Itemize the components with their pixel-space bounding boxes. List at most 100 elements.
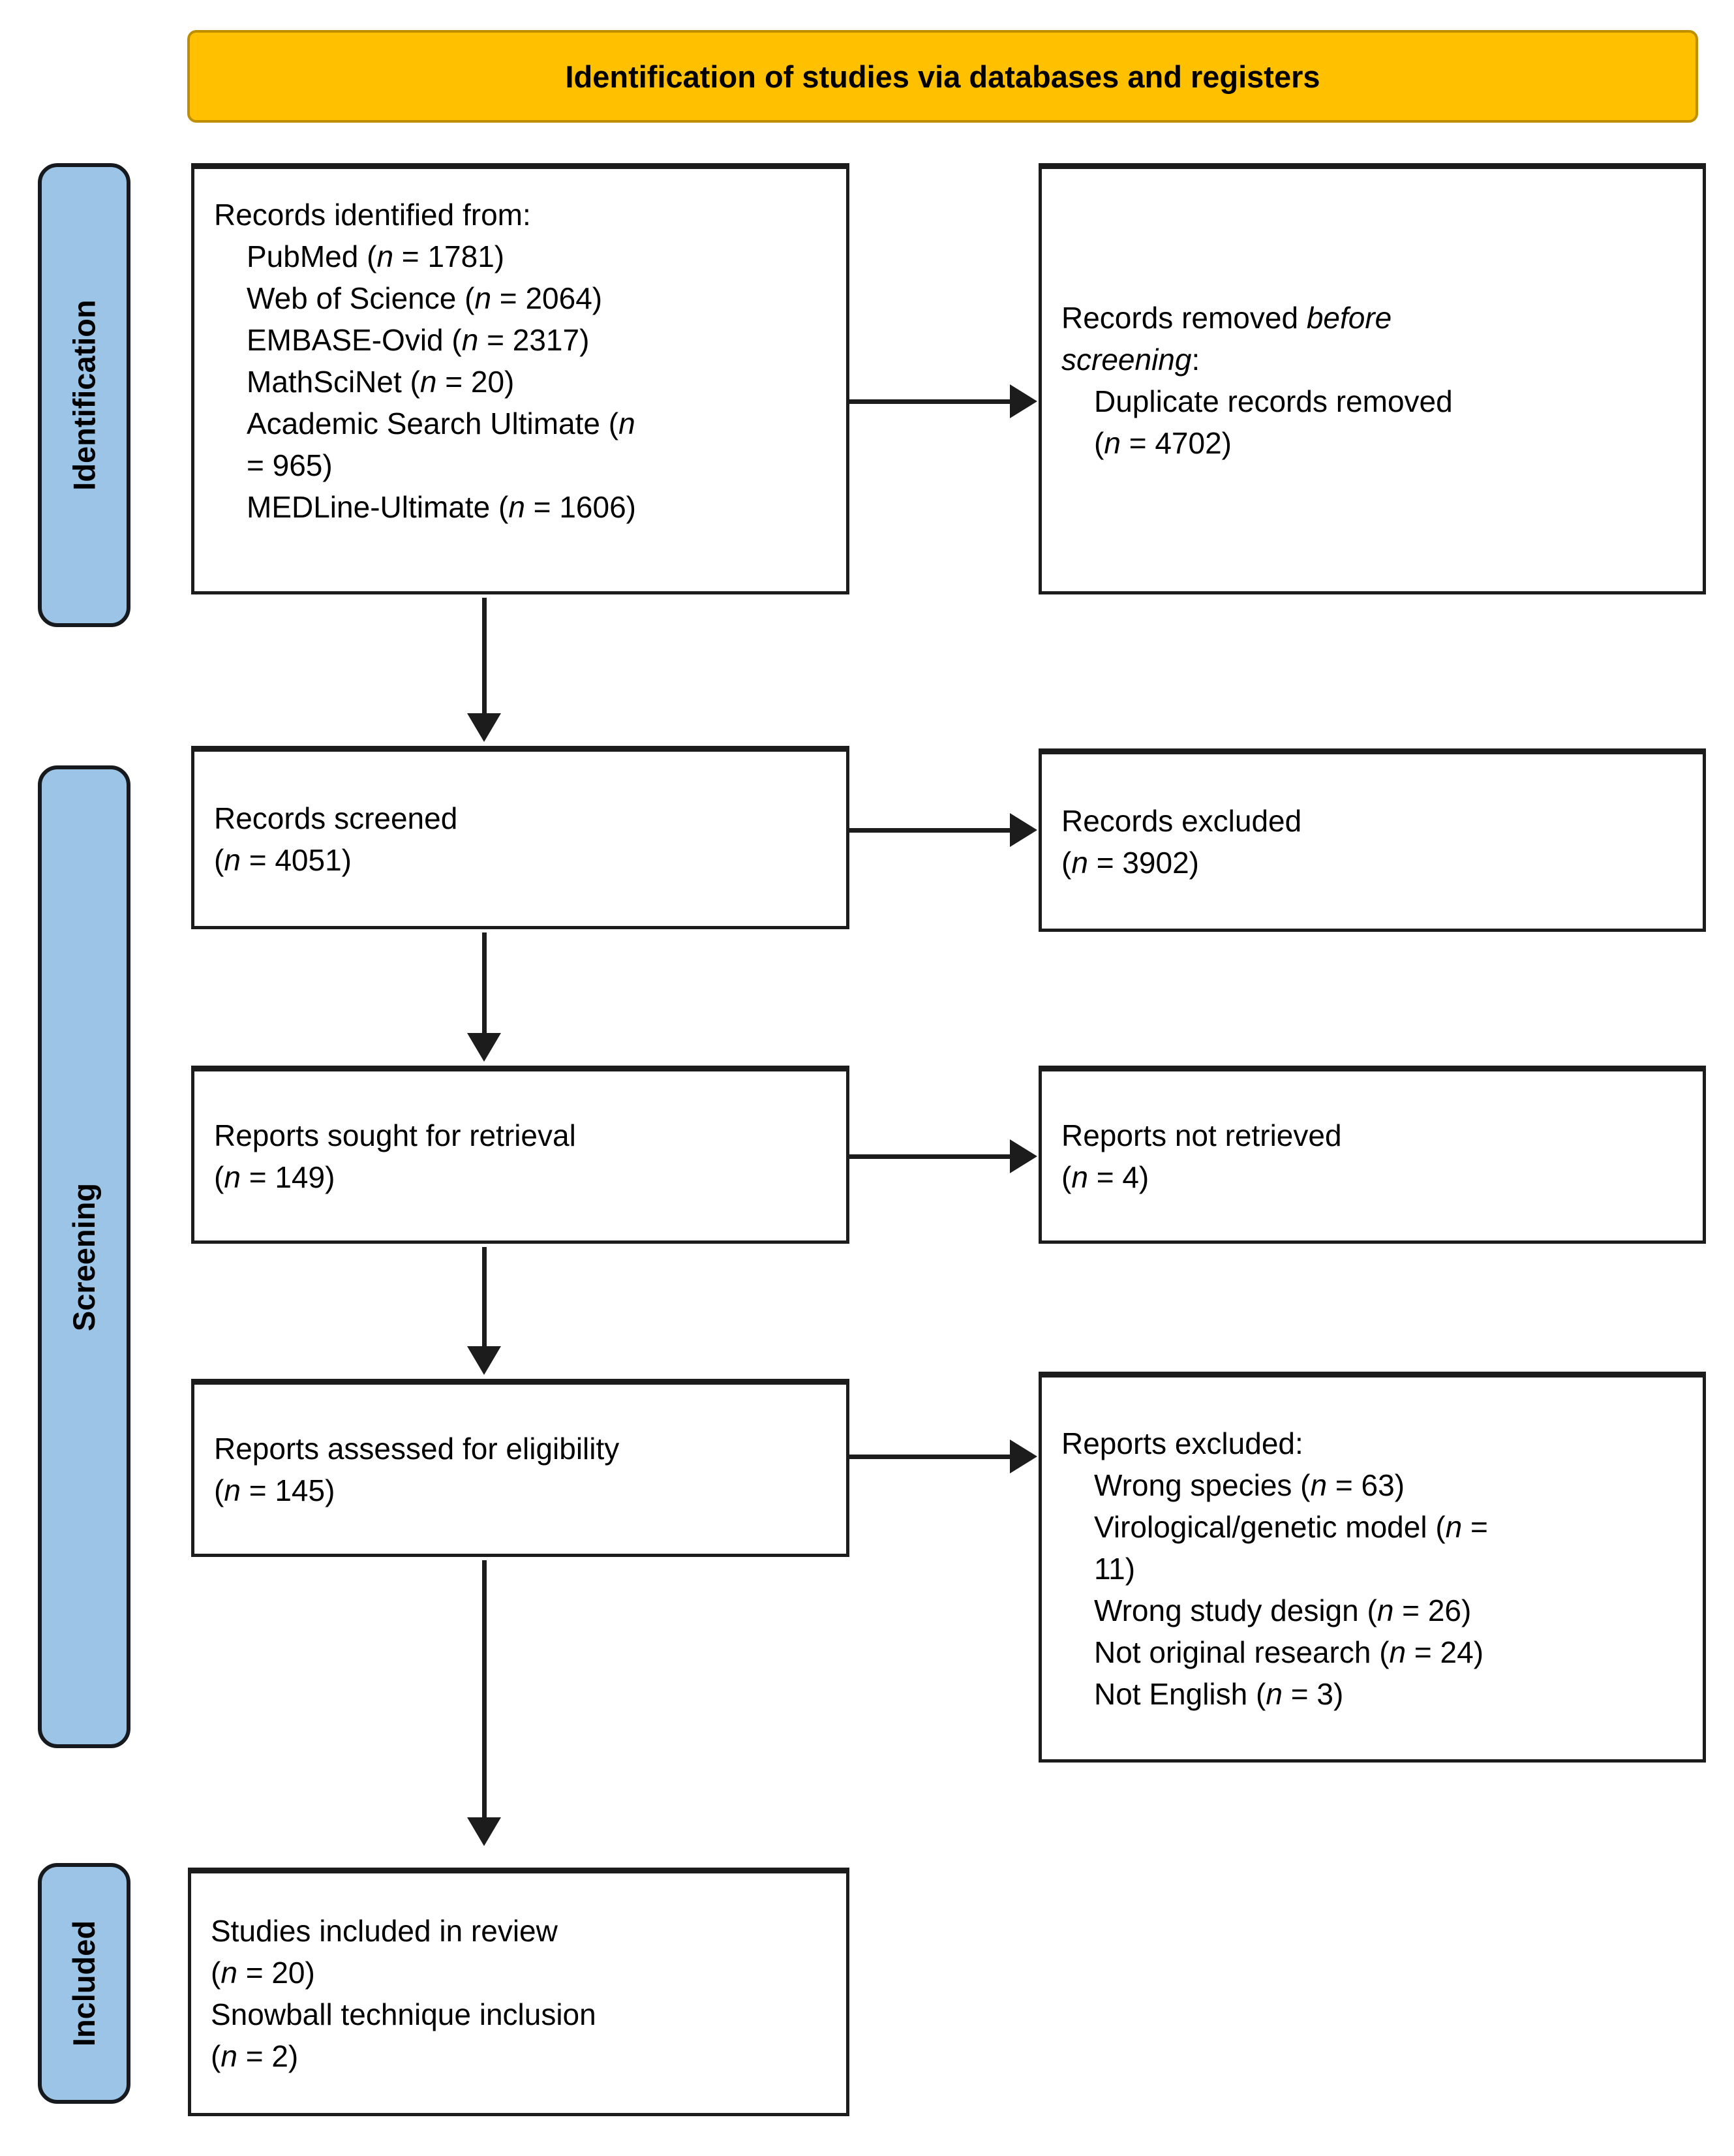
italic-text-segment: n [376, 239, 394, 273]
text-segment: Studies included in review [211, 1913, 558, 1948]
arrow-right-sought-to-not-retrieved [849, 1139, 1037, 1173]
text-segment: = [1462, 1509, 1488, 1544]
italic-text-segment: n [1445, 1509, 1463, 1544]
italic-text-segment: n [508, 490, 525, 524]
arrow-shaft [481, 598, 487, 713]
text-segment: Academic Search Ultimate ( [247, 407, 619, 440]
italic-text-segment: before [1306, 300, 1392, 335]
italic-text-segment: n [224, 1473, 241, 1507]
box-text-line: (n = 4) [1061, 1156, 1683, 1198]
text-segment: = 965) [247, 448, 333, 482]
italic-text-segment: n [1104, 425, 1121, 460]
text-segment: MEDLine-Ultimate ( [247, 490, 509, 524]
box-text-line: Reports not retrieved [1061, 1115, 1683, 1156]
text-segment: ( [214, 1160, 224, 1194]
text-segment: Records identified from: [214, 198, 531, 232]
box-text-line: 11) [1061, 1548, 1683, 1590]
text-segment: = 1781) [393, 239, 505, 273]
italic-text-segment: screening [1061, 342, 1192, 377]
box-text-line: Web of Science (n = 2064) [214, 277, 827, 319]
banner-identification-via-databases: Identification of studies via databases … [187, 30, 1698, 123]
text-segment: Not original research ( [1094, 1635, 1390, 1669]
text-segment: = 4) [1088, 1160, 1149, 1194]
text-segment: ( [1061, 845, 1072, 880]
italic-text-segment: n [224, 1160, 241, 1194]
arrow-head-icon [1010, 1139, 1037, 1173]
text-segment: ( [214, 1473, 224, 1507]
box-text-line: (n = 149) [214, 1156, 827, 1198]
box-text-line: Records removed before [1061, 297, 1683, 339]
sidebar-stage-label: Identification [67, 300, 102, 491]
box-text-line: Reports sought for retrieval [214, 1115, 827, 1156]
italic-text-segment: n [221, 2039, 237, 2073]
sidebar-stage-screening: Screening [38, 765, 130, 1748]
text-segment: = 4702) [1120, 425, 1232, 460]
sidebar-stage-label: Screening [67, 1182, 102, 1331]
text-segment: = 1606) [525, 490, 636, 524]
arrow-right-assessed-to-reports-excluded [849, 1440, 1037, 1473]
text-segment: Snowball technique inclusion [211, 1997, 596, 2031]
box-text-line: Studies included in review [211, 1910, 827, 1952]
text-segment: = 3902) [1088, 845, 1199, 880]
box-text-line: (n = 3902) [1061, 842, 1683, 884]
text-segment: ( [211, 2039, 221, 2073]
box-text-line: EMBASE-Ovid (n = 2317) [214, 319, 827, 361]
arrow-head-icon [467, 1346, 501, 1375]
text-segment: Wrong species ( [1094, 1468, 1311, 1502]
box-text-line: Records excluded [1061, 800, 1683, 842]
arrow-head-icon [467, 713, 501, 742]
arrow-shaft [849, 1454, 1010, 1459]
text-segment: Reports assessed for eligibility [214, 1431, 620, 1466]
text-segment: ( [1061, 1160, 1072, 1194]
box-text-line: MathSciNet (n = 20) [214, 361, 827, 403]
text-segment: = 145) [240, 1473, 335, 1507]
italic-text-segment: n [1377, 1593, 1394, 1627]
box-text-line: (n = 2) [211, 2035, 827, 2077]
box-text-line: (n = 20) [211, 1952, 827, 1994]
italic-text-segment: n [474, 281, 492, 315]
text-segment: Virological/genetic model ( [1094, 1509, 1446, 1544]
text-segment: : [1191, 342, 1200, 377]
box-text-line: Not English (n = 3) [1061, 1673, 1683, 1715]
box-text-line: Snowball technique inclusion [211, 1994, 827, 2035]
arrow-down-identified-to-screened [467, 598, 501, 742]
italic-text-segment: n [1266, 1676, 1283, 1711]
italic-text-segment: n [1310, 1468, 1328, 1502]
box-text-line: Wrong species (n = 63) [1061, 1464, 1683, 1506]
arrow-down-assessed-to-included [467, 1560, 501, 1846]
box-text-line: Reports excluded: [1061, 1423, 1683, 1464]
sidebar-stage-identification: Identification [38, 163, 130, 627]
arrow-shaft [481, 1560, 487, 1817]
arrow-head-icon [467, 1033, 501, 1062]
box-text-line: = 965) [214, 444, 827, 486]
box-text-line: screening: [1061, 339, 1683, 380]
italic-text-segment: n [1071, 845, 1088, 880]
text-segment: Records screened [214, 801, 458, 835]
text-segment: Web of Science ( [247, 281, 475, 315]
sidebar-stage-label: Included [67, 1920, 102, 2047]
text-segment: Reports excluded: [1061, 1426, 1303, 1460]
arrow-down-sought-to-assessed [467, 1247, 501, 1375]
text-segment: Records excluded [1061, 803, 1302, 838]
italic-text-segment: n [419, 365, 437, 399]
arrow-head-icon [1010, 813, 1037, 847]
box-text-line: Not original research (n = 24) [1061, 1631, 1683, 1673]
arrow-shaft [849, 827, 1010, 833]
box-reports-sought: Reports sought for retrieval(n = 149) [191, 1066, 849, 1244]
arrow-down-screened-to-sought [467, 932, 501, 1062]
italic-text-segment: n [618, 407, 635, 440]
box-reports-assessed: Reports assessed for eligibility (n = 145… [191, 1379, 849, 1557]
box-reports-excluded: Reports excluded: Wrong species (n = 63)V… [1039, 1372, 1706, 1763]
box-text-line: MEDLine-Ultimate (n = 1606) [214, 486, 827, 528]
text-segment: = 20) [436, 365, 515, 399]
box-records-screened: Records screened(n = 4051) [191, 746, 849, 929]
box-text-line: (n = 145) [214, 1470, 827, 1511]
box-text-line: Virological/genetic model (n = [1061, 1506, 1683, 1548]
text-segment: = 20) [237, 1955, 315, 1990]
box-text-line: Reports assessed for eligibility [214, 1428, 827, 1470]
text-segment: Not English ( [1094, 1676, 1266, 1711]
text-segment: PubMed ( [247, 239, 377, 273]
text-segment: = 4051) [240, 842, 352, 877]
italic-text-segment: n [224, 842, 241, 877]
